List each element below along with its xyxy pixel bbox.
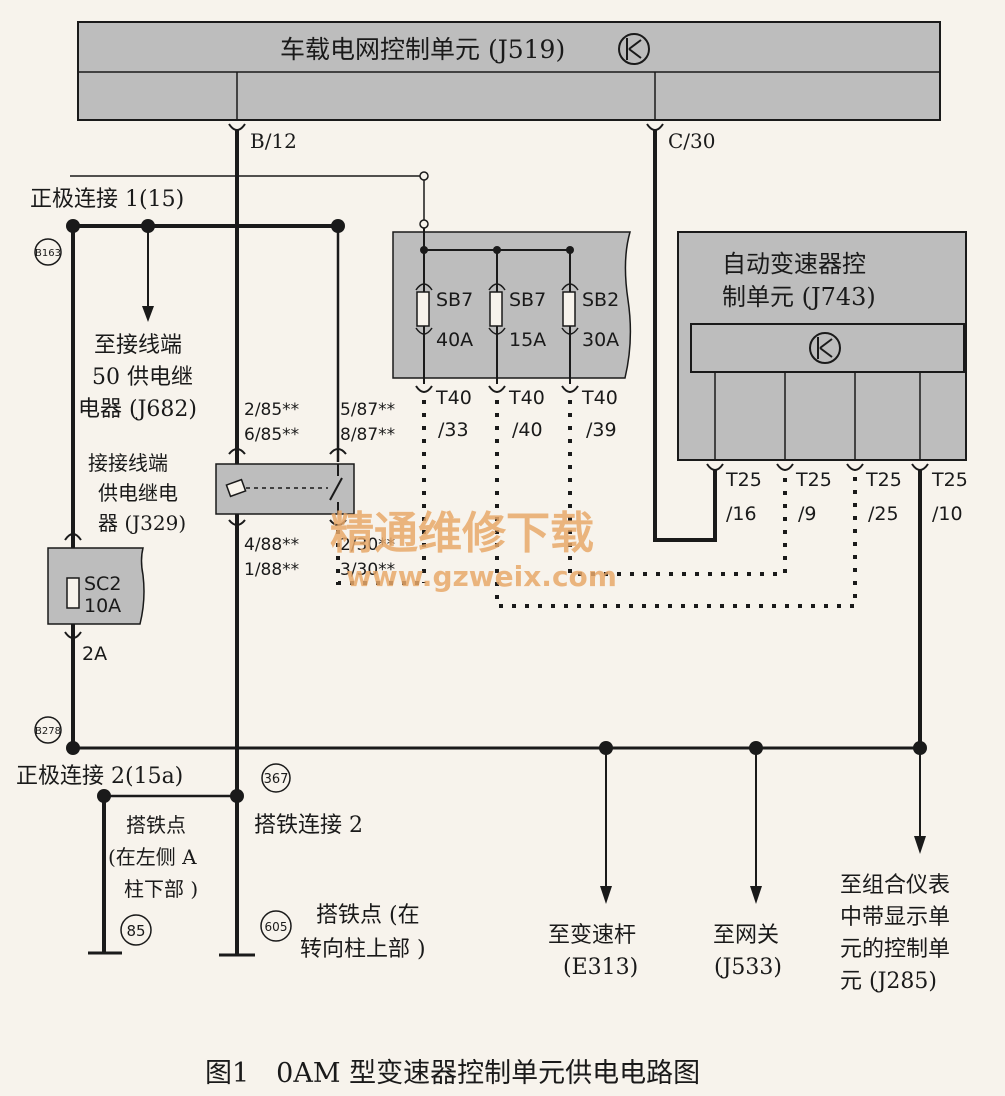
- t25-25-b: /25: [868, 503, 899, 525]
- watermark-cn: 精通维修下载: [330, 508, 594, 559]
- pin-b12: B/12: [250, 129, 297, 153]
- positive-conn-2-label: 正极连接 2(15a): [16, 764, 183, 789]
- svg-text:制单元 (J743): 制单元 (J743): [722, 283, 876, 311]
- t40-33-b: /33: [438, 419, 469, 441]
- node-b278: B278: [35, 726, 61, 737]
- ground-85-label: 搭铁点 (在左侧 A 柱下部 ): [108, 813, 203, 901]
- node-85-circle: [120, 914, 152, 946]
- watermark-url: www.gzweix.com: [346, 560, 617, 593]
- t40-40-a: T40: [508, 387, 545, 409]
- dotted-wires: [422, 400, 857, 608]
- j519-title: 车载电网控制单元 (J519): [280, 35, 565, 64]
- pin-2-30: 2/30**: [340, 535, 395, 555]
- svg-text:SB2: SB2: [582, 289, 619, 311]
- ground-k-icon: [618, 33, 650, 65]
- wire-c30: [653, 130, 717, 542]
- relay-j329: [215, 463, 355, 515]
- t40-33-a: T40: [435, 387, 472, 409]
- figure-caption: 图1 0AM 型变速器控制单元供电电路图: [205, 1058, 700, 1089]
- svg-text:40A: 40A: [436, 329, 473, 351]
- node-605: 605: [265, 920, 288, 934]
- ground-k-icon-2: [809, 332, 841, 364]
- t40-39-a: T40: [581, 387, 618, 409]
- node-367-circle: [261, 763, 291, 793]
- svg-text:10A: 10A: [84, 595, 121, 617]
- node-367: 367: [264, 772, 289, 787]
- to-j533-label: 至网关 (J533): [713, 923, 786, 980]
- svg-text:SB7: SB7: [509, 289, 546, 311]
- node-b278-circle: [34, 716, 62, 744]
- pin-3-30: 3/30**: [340, 560, 395, 580]
- t25-9-a: T25: [795, 469, 832, 491]
- node-b163: B163: [35, 248, 61, 259]
- node-b163-circle: [34, 238, 62, 266]
- fusebox-sb: SB7 40A SB7 15A SB2 30A: [392, 228, 632, 384]
- positive-conn-1-label: 正极连接 1(15): [30, 187, 184, 212]
- t25-16-b: /16: [726, 503, 757, 525]
- arrow-j533: [750, 886, 762, 904]
- to-j285-label: 至组合仪表 中带显示单 元的控制单 元 (J285): [840, 873, 957, 994]
- node-605-circle: [260, 910, 292, 942]
- t25-10-a: T25: [931, 469, 968, 491]
- t25-16-a: T25: [725, 469, 762, 491]
- pin-5-87: 5/87**: [340, 400, 395, 420]
- pin-1-88: 1/88**: [244, 560, 299, 580]
- pin-8-87: 8/87**: [340, 425, 395, 445]
- arrow-e313: [600, 886, 612, 904]
- svg-text:SB7: SB7: [436, 289, 473, 311]
- j519-box: 车载电网控制单元 (J519): [77, 21, 941, 121]
- svg-text:15A: 15A: [509, 329, 546, 351]
- t40-39-b: /39: [586, 419, 617, 441]
- ground-conn-2-label: 搭铁连接 2: [254, 813, 363, 838]
- node-85: 85: [126, 922, 145, 940]
- pin-4-88: 4/88**: [244, 535, 299, 555]
- pin-2-85: 2/85**: [244, 400, 299, 420]
- to-e313-label: 至变速杆 (E313): [548, 923, 643, 980]
- arrow-j285: [914, 836, 926, 854]
- to-j682-label: 至接线端 50 供电继 电器 (J682): [78, 333, 200, 422]
- t25-25-a: T25: [865, 469, 902, 491]
- pin-6-85: 6/85**: [244, 425, 299, 445]
- svg-text:30A: 30A: [582, 329, 619, 351]
- arrow-j682: [142, 306, 154, 322]
- t25-9-b: /9: [798, 503, 817, 525]
- ground-605-label: 搭铁点 (在 转向柱上部 ): [300, 903, 427, 962]
- t40-40-b: /40: [512, 419, 543, 441]
- svg-text:自动变速器控: 自动变速器控: [722, 250, 866, 278]
- fuse-sc2: SC2 10A: [47, 547, 145, 625]
- sc2-pin: 2A: [82, 643, 107, 665]
- t25-10-b: /10: [932, 503, 963, 525]
- j329-label: 接接线端 供电继电 器 (J329): [88, 451, 186, 535]
- svg-text:SC2: SC2: [84, 573, 121, 595]
- pin-c30: C/30: [668, 129, 716, 153]
- j743-box: 自动变速器控 制单元 (J743): [677, 231, 967, 461]
